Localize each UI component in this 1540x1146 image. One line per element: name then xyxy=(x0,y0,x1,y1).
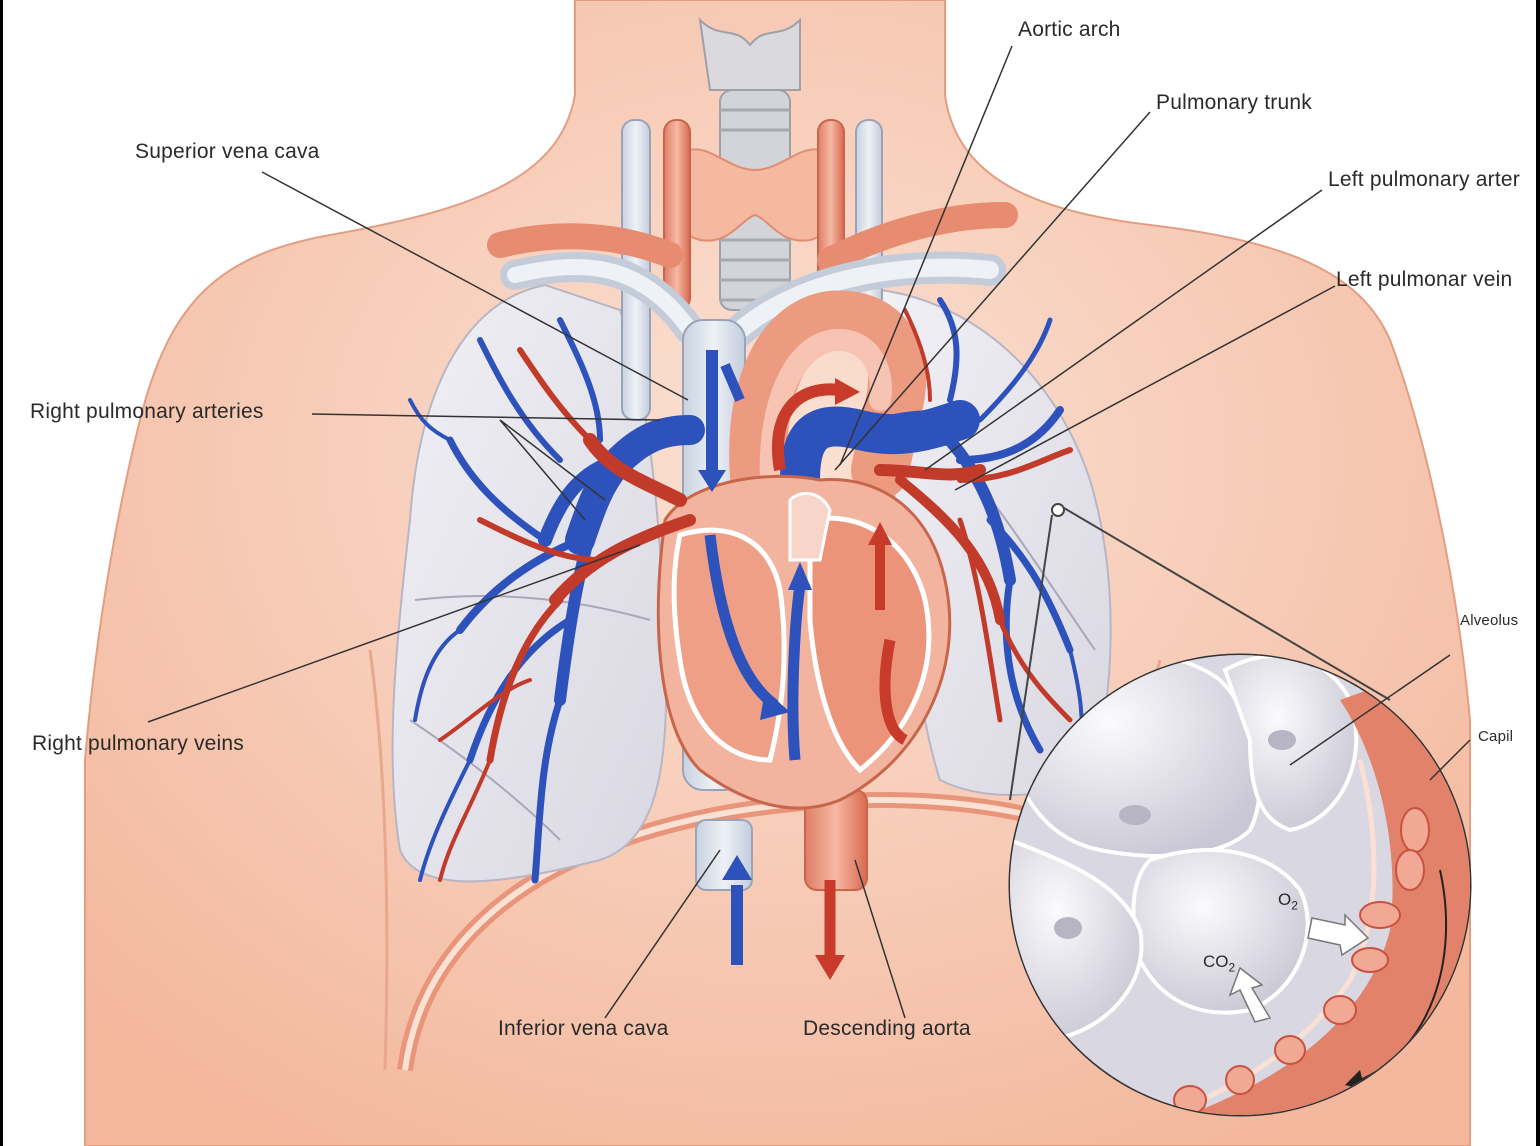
magnifier-source-point xyxy=(1052,504,1064,516)
aortic-arch-label: Aortic arch xyxy=(1018,18,1121,42)
superior-vena-cava-label: Superior vena cava xyxy=(135,140,320,164)
right-carotid-artery xyxy=(664,120,690,310)
co2-label: CO2 xyxy=(1203,952,1235,974)
right-pulmonary-veins-label: Right pulmonary veins xyxy=(32,732,244,756)
descending-aorta-label: Descending aorta xyxy=(803,1017,971,1041)
o2-label: O2 xyxy=(1278,890,1298,912)
left-pulmonary-artery-label: Left pulmonary arter xyxy=(1328,168,1520,192)
right-pulmonary-arteries-label: Right pulmonary arteries xyxy=(30,400,264,424)
alveolus-label: Alveolus xyxy=(1460,612,1518,629)
inferior-vena-cava-label: Inferior vena cava xyxy=(498,1017,669,1041)
pulmonary-trunk-label: Pulmonary trunk xyxy=(1156,91,1312,115)
left-pulmonary-vein-label: Left pulmonar vein xyxy=(1336,268,1512,292)
capillary-label: Capil xyxy=(1478,728,1513,745)
left-black-border xyxy=(0,0,3,1146)
right-black-border xyxy=(1536,0,1540,1146)
